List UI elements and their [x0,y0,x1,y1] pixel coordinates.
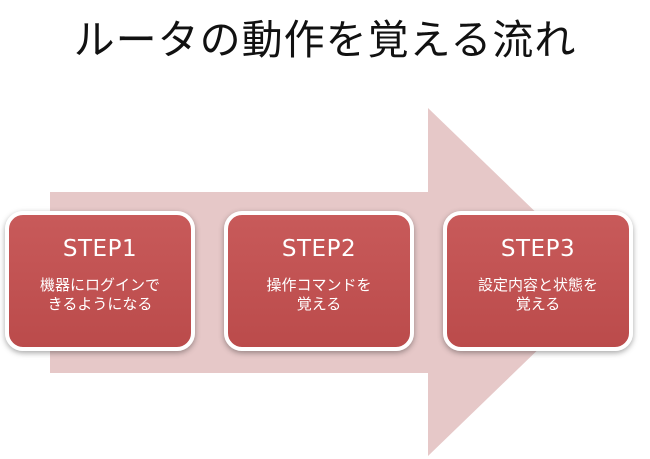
step-2-label: STEP2 [281,236,357,262]
step-box-1: STEP1 機器にログインで きるようになる [5,211,195,351]
step-3-description: 設定内容と状態を 覚える [477,276,598,313]
step-2-description: 操作コマンドを 覚える [266,276,372,313]
step-1-label: STEP1 [62,236,138,262]
step-1-description: 機器にログインで きるようになる [39,276,160,313]
step-box-3: STEP3 設定内容と状態を 覚える [443,211,633,351]
step-box-2: STEP2 操作コマンドを 覚える [224,211,414,351]
step-3-label: STEP3 [500,236,576,262]
slide-title: ルータの動作を覚える流れ [73,16,577,64]
